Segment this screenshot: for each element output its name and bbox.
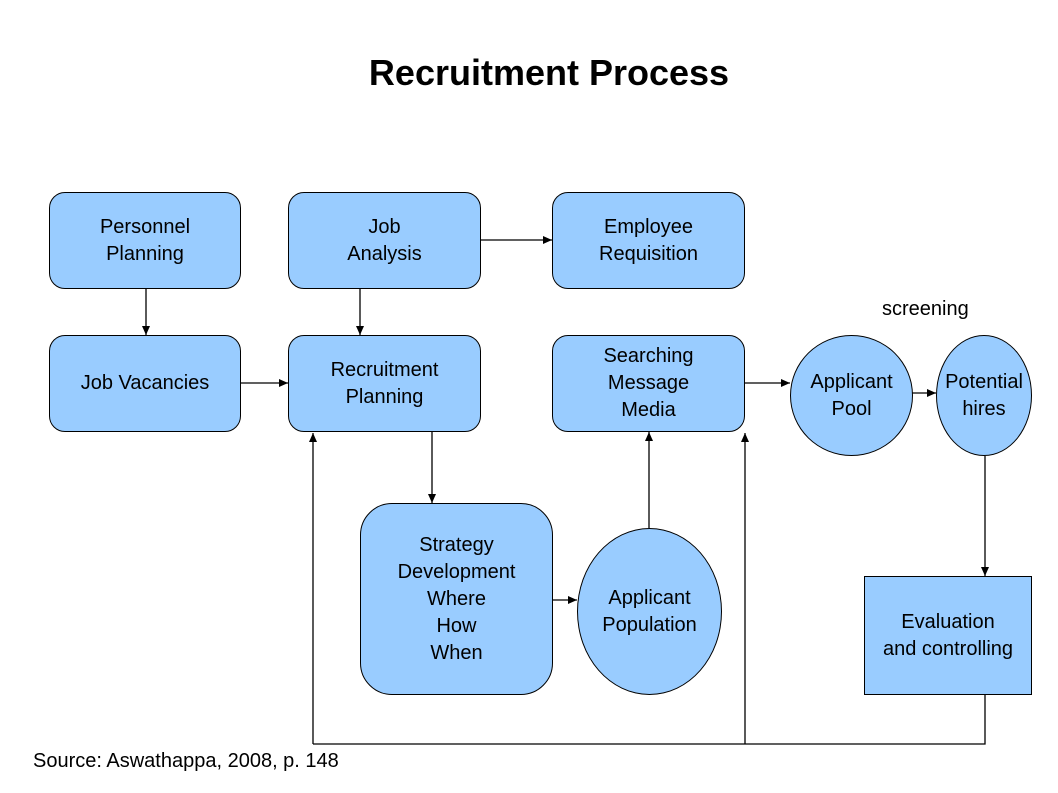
diagram-title: Recruitment Process bbox=[368, 52, 730, 93]
node-personnel-planning: Personnel Planning bbox=[49, 192, 241, 289]
node-potential-hires: Potential hires bbox=[936, 335, 1032, 456]
node-job-analysis: Job Analysis bbox=[288, 192, 481, 289]
node-strategy-development: Strategy Development Where How When bbox=[360, 503, 553, 695]
feedback-line bbox=[313, 695, 986, 745]
source-citation: Source: Aswathappa, 2008, p. 148 bbox=[33, 750, 339, 772]
screening-label: screening bbox=[882, 298, 969, 320]
node-employee-requisition: Employee Requisition bbox=[552, 192, 745, 289]
node-applicant-pool: Applicant Pool bbox=[790, 335, 913, 456]
node-recruitment-planning: Recruitment Planning bbox=[288, 335, 481, 432]
node-evaluation-controlling: Evaluation and controlling bbox=[864, 576, 1032, 695]
node-applicant-population: Applicant Population bbox=[577, 528, 722, 695]
node-searching-message-media: Searching Message Media bbox=[552, 335, 745, 432]
node-job-vacancies: Job Vacancies bbox=[49, 335, 241, 432]
